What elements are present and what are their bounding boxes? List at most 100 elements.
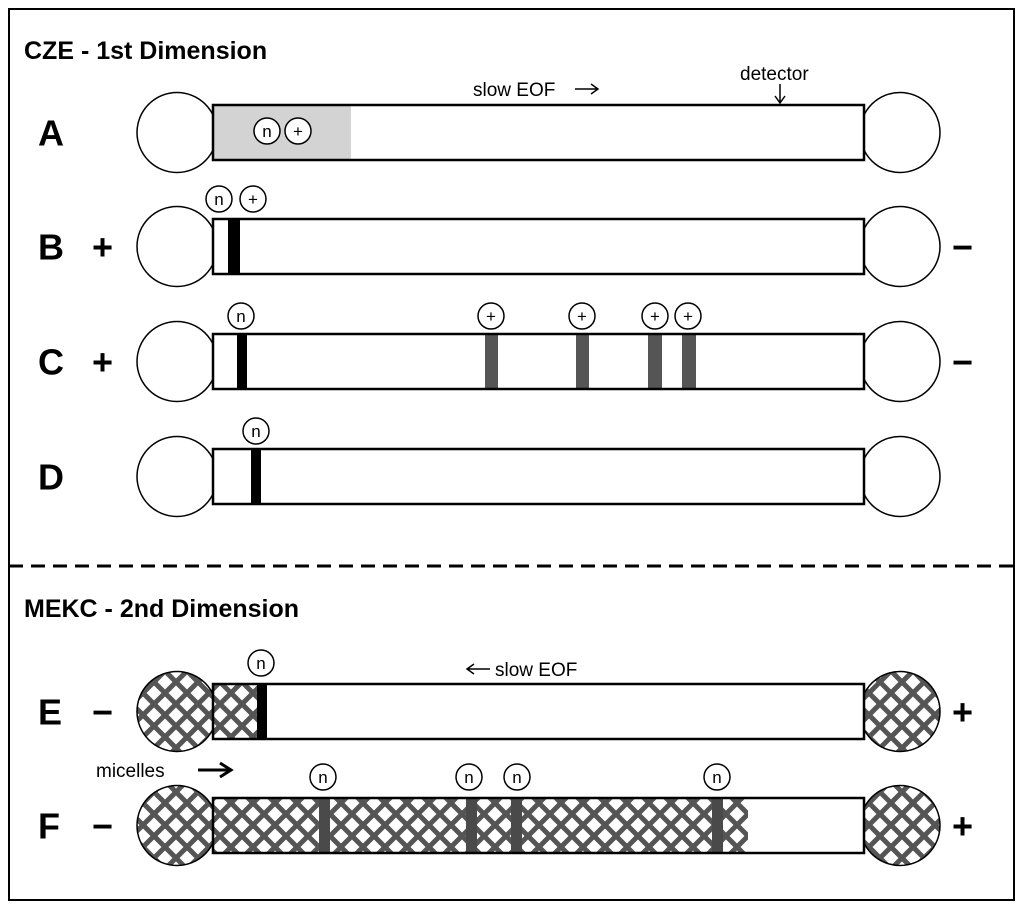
cation-analyte-badge: + <box>674 302 702 330</box>
inlet-reservoir <box>136 784 218 867</box>
eof-forward-arrow <box>575 83 600 95</box>
capillary-row-c: C + − <box>38 320 973 403</box>
right-polarity-sign: + <box>952 692 973 733</box>
neutral-band <box>466 798 477 853</box>
cation-analyte-badge: + <box>284 117 312 145</box>
capillary-row-a: A <box>38 91 941 174</box>
cation-band <box>682 334 696 389</box>
row-label-f: F <box>38 806 60 847</box>
neutral-analyte-badge-text: n <box>236 307 245 326</box>
cze-section-title: CZE - 1st Dimension <box>24 37 267 65</box>
neutral-analyte-badge: n <box>309 763 337 791</box>
capillary-row-f: F−+ <box>38 784 973 867</box>
outlet-reservoir <box>859 320 941 403</box>
micelles-arrow <box>198 761 234 779</box>
outlet-reservoir <box>859 435 941 518</box>
neutral-analyte-badge-text: n <box>712 768 721 787</box>
right-polarity-sign: − <box>952 342 973 383</box>
outlet-reservoir <box>859 205 941 288</box>
neutral-analyte-badge: n <box>205 185 233 213</box>
neutral-band <box>251 449 261 504</box>
neutral-analyte-badge-circle <box>253 117 281 145</box>
left-polarity-sign: + <box>92 342 113 383</box>
neutral-analyte-badge: n <box>503 763 531 791</box>
neutral-analyte-badge-text: n <box>262 122 271 141</box>
neutral-analyte-badge: n <box>247 649 275 677</box>
capillary-outline <box>211 332 866 391</box>
capillary-fill <box>213 334 864 389</box>
neutral-analyte-badge-circle <box>309 763 337 791</box>
micelle-zone <box>213 798 748 853</box>
cation-analyte-badge-text: + <box>248 190 258 209</box>
neutral-analyte-badge-text: n <box>214 190 223 209</box>
neutral-analyte-badge: n <box>242 417 270 445</box>
row-label-a: A <box>38 113 64 154</box>
inlet-reservoir <box>136 435 218 518</box>
mekc-section-title: MEKC - 2nd Dimension <box>24 595 299 623</box>
figure-frame <box>8 8 1015 901</box>
cation-analyte-badge: + <box>477 302 505 330</box>
capillary-fill <box>213 219 864 274</box>
capillary-row-d: D <box>38 435 941 518</box>
cation-analyte-badge-circle <box>674 302 702 330</box>
inlet-reservoir <box>136 205 218 288</box>
outlet-reservoir <box>859 784 941 867</box>
cation-analyte-badge-text: + <box>486 307 496 326</box>
micelles-label: micelles <box>96 761 165 782</box>
micelle-zone <box>213 684 258 739</box>
neutral-analyte-badge-text: n <box>256 654 265 673</box>
right-polarity-sign: + <box>952 806 973 847</box>
sample-plug <box>213 105 351 160</box>
left-polarity-sign: − <box>92 692 113 733</box>
inlet-reservoir <box>136 670 218 753</box>
neutral-analyte-badge-circle <box>205 185 233 213</box>
capillary-outline <box>211 217 866 276</box>
cation-analyte-badge-circle <box>477 302 505 330</box>
cation-analyte-badge-circle <box>641 302 669 330</box>
cation-analyte-badge: + <box>641 302 669 330</box>
cation-analyte-badge-circle <box>568 302 596 330</box>
neutral-analyte-badge-circle <box>242 417 270 445</box>
neutral-band <box>257 684 267 739</box>
neutral-analyte-badge-circle <box>227 302 255 330</box>
left-polarity-sign: + <box>92 227 113 268</box>
cation-analyte-badge-text: + <box>293 122 303 141</box>
cation-analyte-badge-text: + <box>650 307 660 326</box>
cation-analyte-badge-text: + <box>683 307 693 326</box>
row-label-c: C <box>38 342 64 383</box>
neutral-analyte-badge: n <box>253 117 281 145</box>
inlet-reservoir <box>136 320 218 403</box>
inlet-reservoir <box>136 91 218 174</box>
neutral-analyte-badge-text: n <box>464 768 473 787</box>
neutral-analyte-badge-circle <box>247 649 275 677</box>
neutral-analyte-badge: n <box>703 763 731 791</box>
row-label-d: D <box>38 457 64 498</box>
capillary-outline <box>211 682 866 741</box>
neutral-analyte-badge-circle <box>503 763 531 791</box>
neutral-analyte-badge: n <box>455 763 483 791</box>
capillary-row-b: B + − <box>38 205 973 288</box>
capillary-outline <box>211 796 866 855</box>
capillary-fill <box>213 449 864 504</box>
eof-reverse-label: slow EOF <box>495 660 577 681</box>
eof-reverse-arrow <box>465 663 490 675</box>
neutral-analyte-badge-text: n <box>318 768 327 787</box>
row-label-b: B <box>38 227 64 268</box>
right-polarity-sign: − <box>952 227 973 268</box>
cation-band <box>648 334 662 389</box>
outlet-reservoir <box>859 91 941 174</box>
neutral-band <box>712 798 723 853</box>
outlet-reservoir <box>859 670 941 753</box>
neutral-analyte-badge-text: n <box>251 422 260 441</box>
neutral-analyte-badge-circle <box>455 763 483 791</box>
cation-analyte-badge-text: + <box>577 307 587 326</box>
cation-analyte-badge: + <box>239 185 267 213</box>
cation-analyte-badge-circle <box>284 117 312 145</box>
cation-analyte-badge-circle <box>239 185 267 213</box>
neutral-analyte-badge-text: n <box>512 768 521 787</box>
cation-band <box>485 334 498 389</box>
capillary-fill <box>213 684 864 739</box>
capillary-outline <box>211 103 866 162</box>
cation-analyte-badge: + <box>568 302 596 330</box>
